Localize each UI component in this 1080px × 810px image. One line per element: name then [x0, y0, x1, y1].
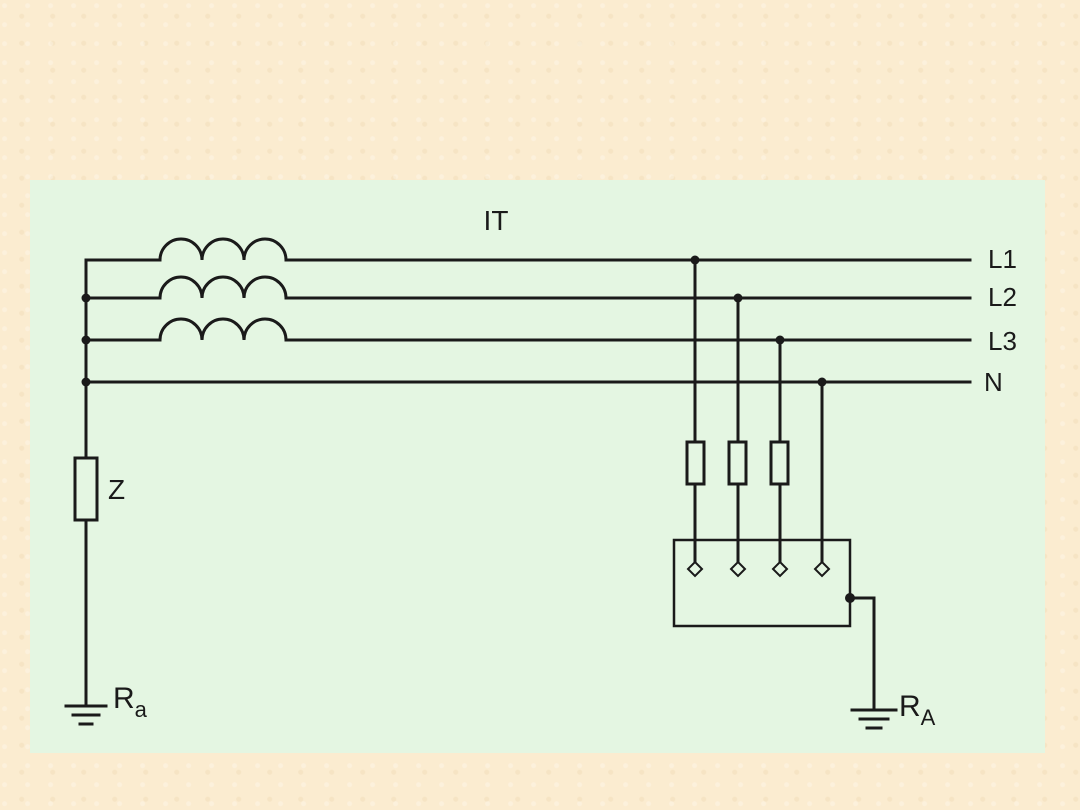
line-label-n: N	[984, 367, 1003, 397]
ground-label-load: RA	[899, 690, 936, 730]
load-drops	[685, 255, 827, 564]
junction-dot	[81, 293, 91, 303]
enclosure-box	[672, 538, 852, 628]
busbars	[84, 258, 972, 384]
transformer-windings	[84, 237, 288, 342]
diagram-panel	[30, 180, 1045, 753]
source-neutral-path	[64, 258, 108, 726]
load-enclosure	[672, 538, 898, 730]
terminal-symbol	[729, 560, 747, 578]
impedance-label: Z	[108, 474, 125, 505]
junction-dot	[81, 377, 91, 387]
diagram-title: IT	[484, 205, 509, 236]
terminal-symbol	[686, 560, 704, 578]
terminal-symbol	[771, 560, 789, 578]
line-label-l2: L2	[988, 282, 1017, 312]
winding-l2	[84, 275, 288, 300]
ground-symbol-load	[850, 708, 898, 730]
ground-label-ra: Ra	[113, 682, 148, 722]
winding-l1	[84, 237, 288, 262]
ground-symbol-a	[64, 704, 108, 726]
ground-lead-load	[848, 596, 876, 712]
line-label-l3: L3	[988, 326, 1017, 356]
winding-l3	[84, 317, 288, 342]
terminal-symbol	[813, 560, 831, 578]
line-label-l1: L1	[988, 244, 1017, 274]
junction-dot	[81, 335, 91, 345]
